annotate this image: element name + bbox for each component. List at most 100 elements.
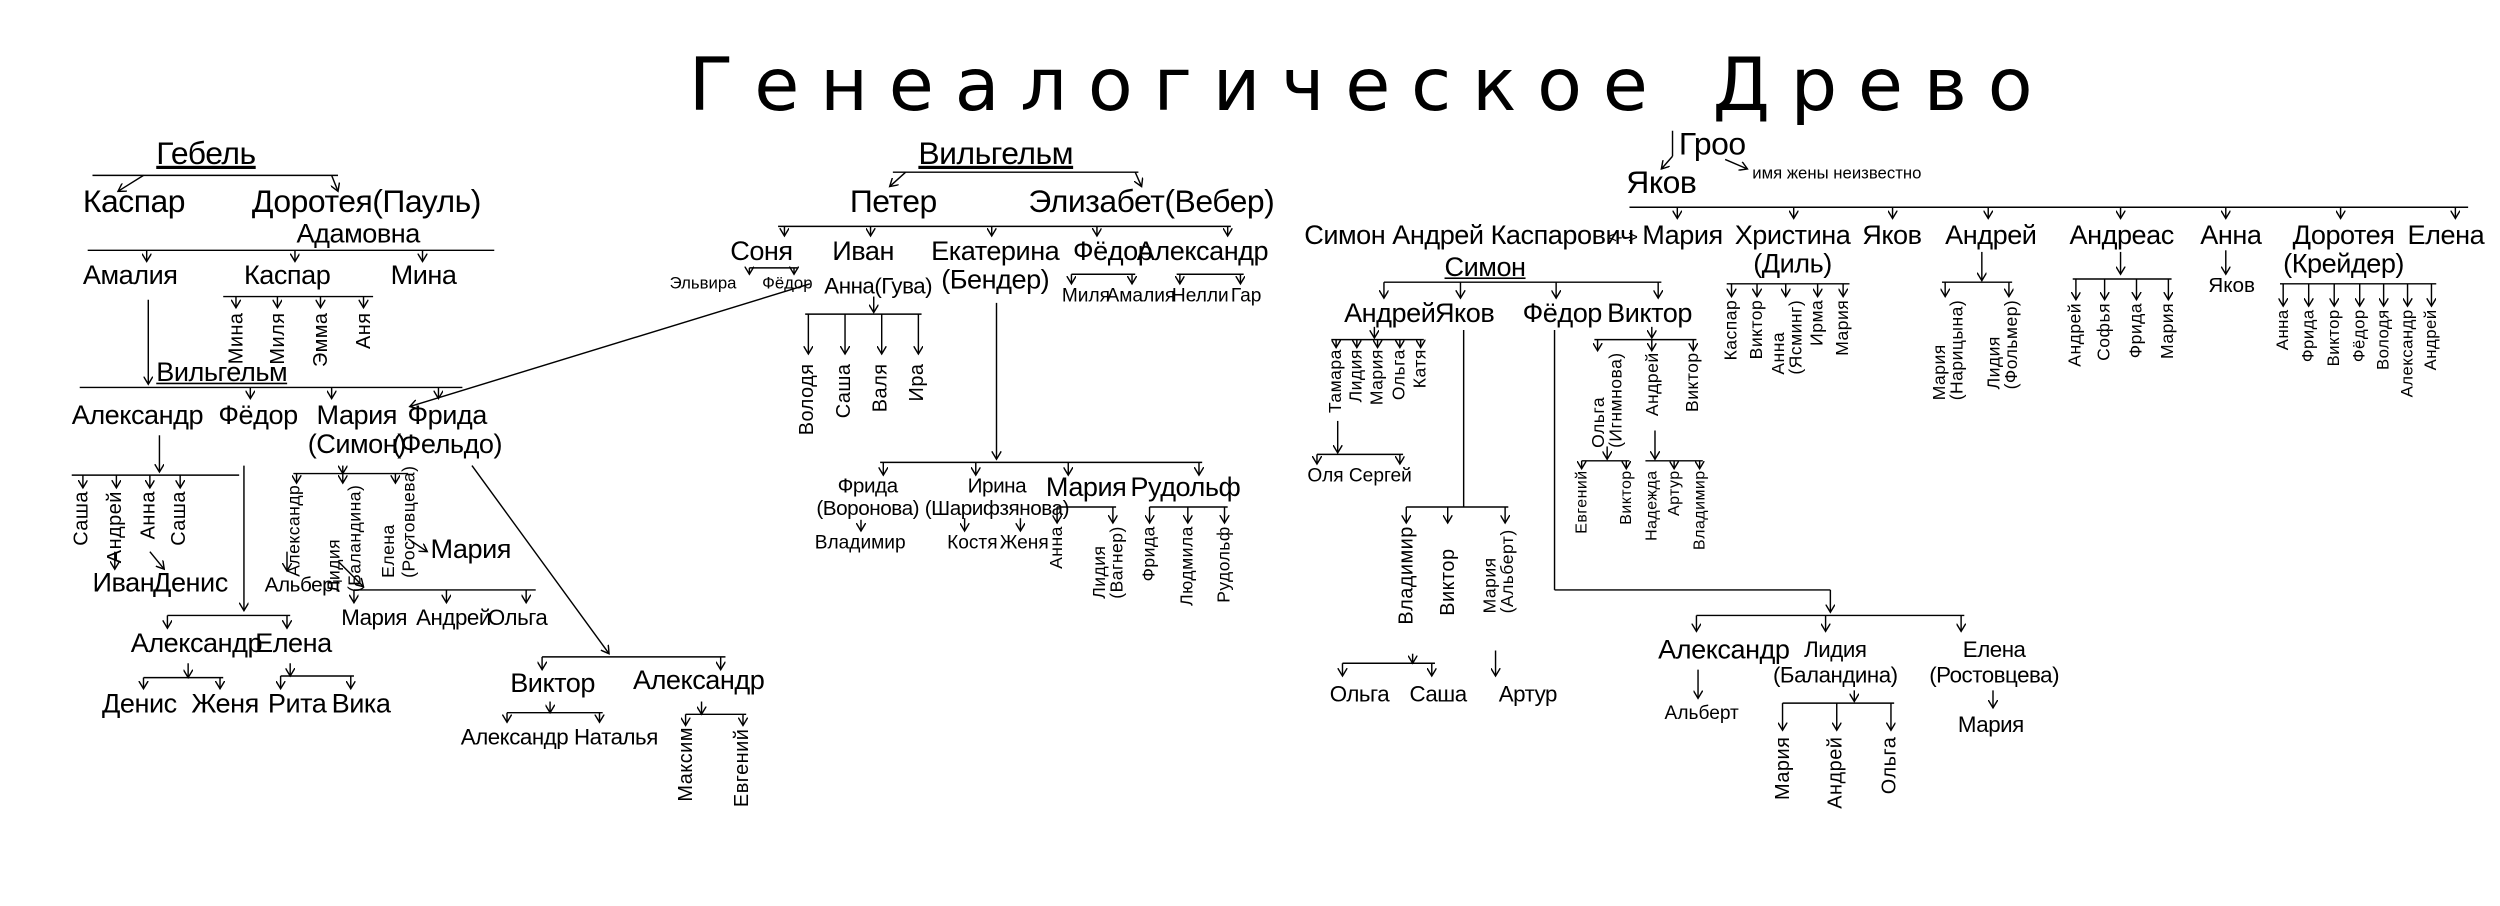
person-vertical: Владимир: [1395, 526, 1418, 625]
person-vertical: Андрей: [1823, 736, 1847, 809]
person-kaspar: Каспар: [82, 184, 186, 221]
person-alexandr: Александр: [130, 628, 263, 659]
person-dorothea-patronymic: Адамовна: [296, 218, 421, 249]
person-vertical: Людмила: [1178, 526, 1198, 606]
person-christina: Христина (Диль): [1734, 220, 1851, 280]
person-vertical: Мария: [1833, 299, 1853, 356]
person-denis: Денис: [102, 688, 177, 720]
person-vertical: Мария (Альберт): [1481, 529, 1518, 614]
person-artur: Артур: [1498, 680, 1558, 707]
person-vertical: Андрей: [2421, 309, 2442, 371]
person-fedor: Фёдор: [218, 400, 298, 431]
person-vertical: Мария: [2158, 302, 2178, 359]
person-fedor: Фёдор: [1073, 235, 1153, 267]
person-vertical: Елена (Ростовцева): [379, 465, 420, 578]
person-vertical: Мария: [1771, 736, 1794, 800]
person-vertical: Анна: [1047, 526, 1067, 569]
person-ivan: Иван: [832, 235, 894, 267]
person-vertical: Анна: [137, 491, 160, 540]
person-vertical: Мария: [1367, 349, 1388, 406]
person-albert: Альберт: [1664, 701, 1739, 724]
person-viktor: Виктор: [1607, 298, 1692, 329]
person-maria: Мария: [1957, 711, 2024, 737]
person-vertical: Лидия: [1347, 349, 1367, 403]
person-vertical: Евгений: [730, 728, 753, 808]
person-wilhelm: Вильгельм: [918, 137, 1074, 173]
person-vertical: Анна: [2273, 309, 2293, 351]
person-fedor: Фёдор: [762, 274, 813, 294]
person-elena: Елена: [2407, 220, 2485, 251]
person-maria: Мария: [1642, 220, 1723, 251]
person-vertical: Александр: [285, 484, 305, 577]
person-vertical: Софья: [2095, 302, 2115, 361]
person-alexandr: Александр: [632, 664, 765, 696]
person-anna: Анна: [2200, 220, 2262, 251]
wife-unknown-note: имя жены неизвестно: [1752, 164, 1922, 184]
wilhelm-connectors: [749, 171, 1243, 531]
person-vertical: Саша: [70, 491, 93, 546]
person-lidia-balandina: Лидия (Баландина): [1772, 636, 1898, 688]
person-vertical: Фрида: [2126, 302, 2147, 359]
person-sonya: Соня: [730, 235, 793, 267]
person-vika: Вика: [331, 688, 391, 720]
person-sergey: Сергей: [1348, 463, 1412, 487]
person-mina: Мина: [390, 259, 457, 291]
person-vertical: Виктор: [1618, 470, 1636, 525]
person-alexandr: Александр: [71, 400, 204, 431]
person-olga: Ольга: [487, 604, 548, 630]
person-maria: Мария: [1045, 471, 1127, 503]
person-rita: Рита: [267, 688, 327, 720]
person-denis: Денис: [153, 567, 228, 598]
person-kostya: Костя: [947, 530, 998, 554]
person-peter: Петер: [849, 184, 937, 221]
person-amalia: Амалия: [1106, 283, 1176, 307]
person-anna-guva: Анна(Гува): [824, 272, 933, 299]
person-maria: Мария: [341, 604, 408, 630]
person-vertical: Фёдор: [2350, 309, 2370, 363]
person-amalia: Амалия: [82, 259, 178, 291]
person-ekaterina: Екатерина (Бендер): [931, 235, 1060, 295]
person-gar: Гар: [1230, 283, 1262, 307]
person-vertical: Виктор: [2324, 309, 2344, 367]
person-dorothea: Доротея(Пауль): [251, 184, 481, 221]
person-vertical: Валя: [868, 363, 892, 413]
marriage-link-arrow: <-->: [1607, 227, 1638, 248]
person-kaspar-jr: Каспар: [243, 259, 331, 291]
person-vertical: Мария (Нарицына): [1930, 299, 1968, 401]
gebel-connectors: [71, 174, 811, 725]
family-surname-groo: Гроо: [1678, 127, 1746, 163]
person-vertical: Евгений: [1573, 470, 1592, 534]
person-elena-rostovtseva: Елена (Ростовцева): [1929, 636, 2060, 688]
person-vertical: Андрей: [2066, 302, 2086, 367]
person-vertical: Анна (Ясминг): [1769, 299, 1807, 375]
person-zhenya: Женя: [999, 530, 1049, 554]
person-dorothea: Доротея (Крейдер): [2283, 220, 2404, 280]
person-vertical: Ольга: [1390, 349, 1410, 401]
groo-connectors: [1317, 130, 2469, 730]
person-olga: Ольга: [1329, 680, 1390, 707]
person-jakob: Яков: [1434, 298, 1495, 329]
person-olya: Оля: [1307, 463, 1344, 487]
person-vertical: Эмма: [309, 312, 332, 368]
person-nelli: Нелли: [1171, 283, 1229, 307]
person-zhenya: Женя: [191, 688, 259, 720]
person-vertical: Ольга (Игнмнова): [1589, 352, 1627, 448]
person-vertical: Андрей: [1643, 352, 1663, 417]
person-milya: Миля: [1061, 283, 1111, 307]
person-jakob: Яков: [1626, 165, 1697, 201]
person-andrey: Андрей: [1945, 220, 2037, 251]
person-vertical: Виктор: [1436, 548, 1459, 616]
person-albert: Альберт: [264, 572, 343, 597]
person-vertical: Виктор: [1683, 352, 1703, 412]
page-title: Генеалогическое Древо: [688, 41, 2054, 128]
person-vertical: Надежда: [1643, 470, 1662, 541]
person-vertical: Ирма: [1808, 299, 1828, 346]
person-elvira: Эльвира: [669, 274, 737, 294]
person-vertical: Лидия (Вагнер): [1090, 526, 1128, 599]
person-rudolf: Рудольф: [1130, 471, 1241, 503]
person-vertical: Ира: [905, 363, 928, 402]
person-vertical: Александр: [2397, 309, 2418, 398]
person-vladimir: Владимир: [814, 530, 906, 554]
person-vertical: Саша: [167, 491, 190, 546]
person-vertical: Володя: [795, 363, 818, 436]
